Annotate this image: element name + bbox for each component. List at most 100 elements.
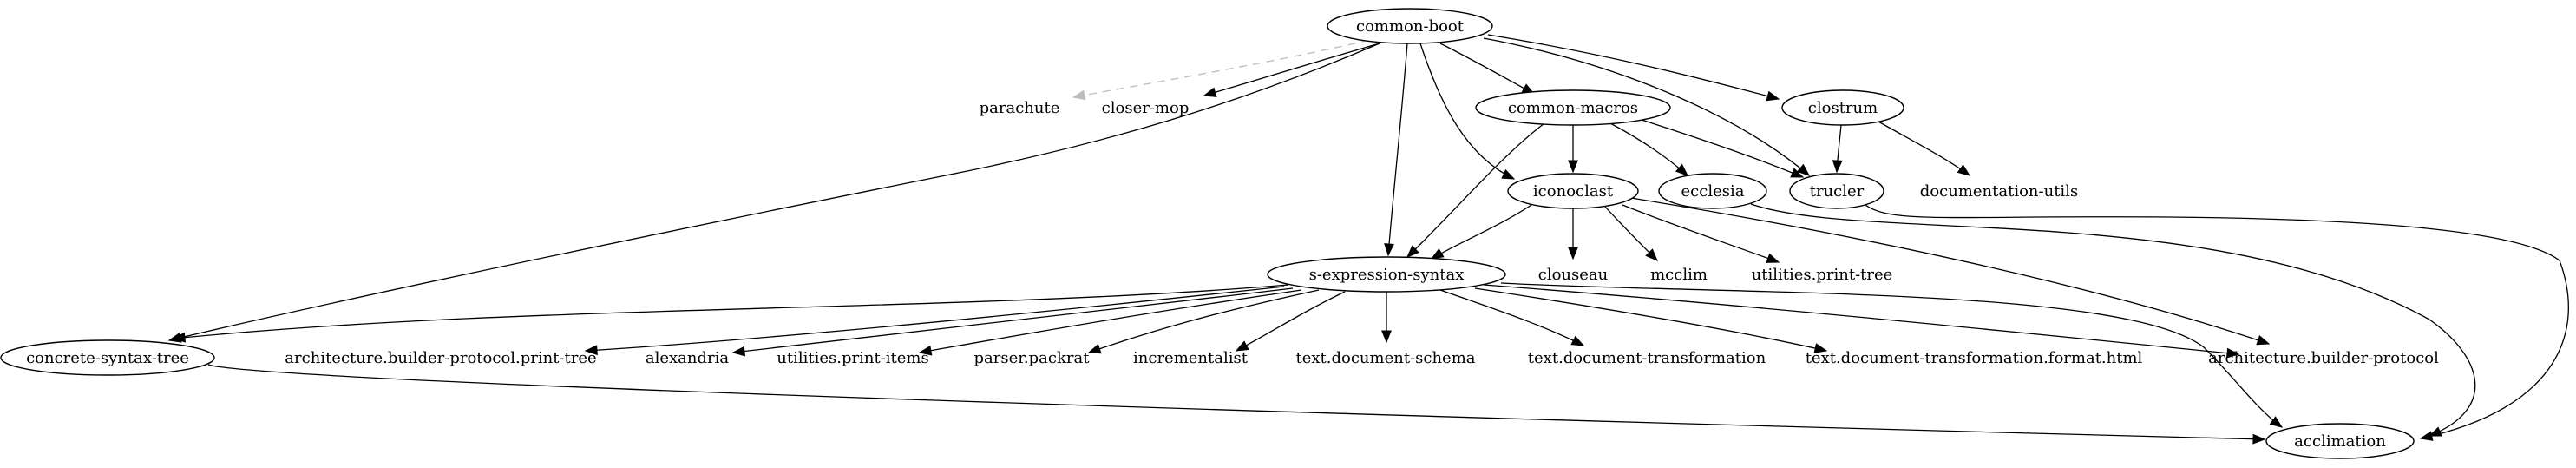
edge-line (1500, 282, 2283, 428)
node-label: ecclesia (1681, 182, 1745, 201)
node-ecclesia: ecclesia (1658, 173, 1767, 209)
arrowhead (1406, 245, 1419, 258)
arrowhead (2269, 416, 2284, 428)
arrowhead (1645, 248, 1658, 261)
edge-s-expression-syntax-to-alexandria (731, 287, 1294, 357)
arrowhead (1072, 89, 1086, 101)
node-common-macros: common-macros (1475, 89, 1671, 126)
arrowhead (2256, 335, 2271, 346)
arrowhead (1568, 160, 1578, 174)
arrowhead (1568, 247, 1578, 260)
edge-iconoclast-to-architecture.builder-protocol (1630, 197, 2271, 346)
node-s-expression-syntax: s-expression-syntax (1267, 256, 1506, 293)
edge-s-expression-syntax-to-utilities.print-items (918, 289, 1302, 356)
arrowhead (2252, 433, 2266, 445)
node-utilities.print-tree: utilities.print-tree (1752, 266, 1893, 284)
edge-s-expression-syntax-to-text.document-schema (1381, 291, 1392, 344)
node-text.document-schema: text.document-schema (1295, 349, 1475, 367)
node-label: utilities.print-items (777, 349, 928, 367)
arrowhead (1796, 163, 1811, 176)
edge-line (1483, 284, 2239, 355)
edge-iconoclast-to-clouseau (1568, 208, 1578, 260)
node-label: common-macros (1508, 99, 1638, 117)
edge-iconoclast-to-s-expression-syntax (1430, 202, 1535, 260)
edge-common-boot-to-clostrum (1487, 34, 1780, 102)
edges-layer (167, 34, 2569, 445)
node-ellipse (1781, 89, 1904, 126)
arrowhead (172, 332, 187, 343)
node-trucler: trucler (1789, 173, 1884, 209)
node-mcclim: mcclim (1650, 266, 1708, 284)
node-label: architecture.builder-protocol.print-tree (285, 349, 596, 367)
arrowhead (1381, 330, 1392, 344)
edge-common-boot-to-trucler (1483, 37, 1811, 176)
edge-common-boot-to-common-macros (1439, 43, 1536, 95)
edge-line (1439, 289, 1584, 346)
arrowhead (1501, 168, 1516, 180)
edge-line (1483, 37, 1810, 176)
arrowhead (1790, 168, 1805, 178)
node-label: mcclim (1650, 266, 1708, 284)
node-alexandria: alexandria (646, 349, 730, 367)
node-incrementalist: incrementalist (1133, 349, 1249, 367)
arrowhead (731, 346, 746, 357)
node-closer-mop: closer-mop (1102, 99, 1190, 117)
node-label: clouseau (1538, 266, 1608, 284)
edge-line (1622, 204, 1780, 263)
node-ellipse (1267, 256, 1506, 293)
edge-common-boot-to-parachute (1072, 39, 1370, 101)
edge-line (1750, 203, 2476, 437)
edge-line (1878, 121, 1970, 176)
edge-common-boot-to-closer-mop (1203, 43, 1380, 97)
node-text.document-transformation.format.html: text.document-transformation.format.html (1806, 349, 2143, 367)
edge-common-macros-to-ecclesia (1609, 122, 1689, 176)
arrowhead (1570, 335, 1585, 346)
edge-line (919, 289, 1302, 353)
node-label: text.document-transformation.format.html (1806, 349, 2143, 367)
node-ellipse (1507, 173, 1639, 209)
edge-clostrum-to-trucler (1832, 124, 1843, 174)
node-label: trucler (1810, 182, 1865, 201)
arrowhead (1813, 343, 1828, 353)
edge-line (585, 286, 1285, 352)
node-label: common-boot (1356, 17, 1465, 36)
edge-s-expression-syntax-to-parser.packrat (1087, 289, 1320, 354)
arrowhead (1832, 160, 1843, 174)
edge-common-boot-to-iconoclast (1419, 43, 1516, 180)
node-parachute: parachute (980, 99, 1060, 117)
edge-concrete-syntax-tree-to-acclimation (207, 364, 2266, 445)
edge-common-macros-to-s-expression-syntax (1406, 122, 1545, 258)
edge-line (1088, 289, 1320, 353)
node-parser.packrat: parser.packrat (974, 349, 1091, 367)
edge-line (207, 364, 2265, 440)
node-label: closer-mop (1102, 99, 1190, 117)
node-ellipse (1475, 89, 1671, 126)
node-label: parachute (980, 99, 1060, 117)
edge-s-expression-syntax-to-acclimation (1500, 282, 2284, 428)
edge-s-expression-syntax-to-text.document-transformation.format.html (1474, 287, 1828, 353)
edge-line (1203, 43, 1380, 96)
node-label: incrementalist (1133, 349, 1249, 367)
edge-line (1072, 39, 1370, 98)
node-label: architecture.builder-protocol (2208, 349, 2439, 367)
node-acclimation: acclimation (2265, 423, 2415, 459)
node-label: documentation-utils (1920, 182, 2078, 201)
node-utilities.print-items: utilities.print-items (777, 349, 928, 367)
node-label: concrete-syntax-tree (26, 349, 189, 367)
node-concrete-syntax-tree: concrete-syntax-tree (0, 339, 215, 376)
edge-line (1419, 43, 1515, 180)
edge-line (168, 43, 1380, 341)
arrowhead (1766, 253, 1780, 263)
node-label: acclimation (2294, 432, 2386, 451)
edge-s-expression-syntax-to-incrementalist (1235, 291, 1346, 352)
edge-s-expression-syntax-to-concrete-syntax-tree (172, 284, 1289, 343)
node-clouseau: clouseau (1538, 266, 1608, 284)
node-label: text.document-transformation (1528, 349, 1766, 367)
edge-line (1406, 122, 1545, 258)
edge-s-expression-syntax-to-text.document-transformation (1439, 289, 1585, 346)
edge-common-macros-to-trucler (1641, 119, 1805, 178)
arrowhead (1384, 243, 1394, 257)
node-architecture.builder-protocol: architecture.builder-protocol (2208, 349, 2439, 367)
arrowhead (584, 345, 598, 356)
node-label: s-expression-syntax (1309, 266, 1465, 284)
